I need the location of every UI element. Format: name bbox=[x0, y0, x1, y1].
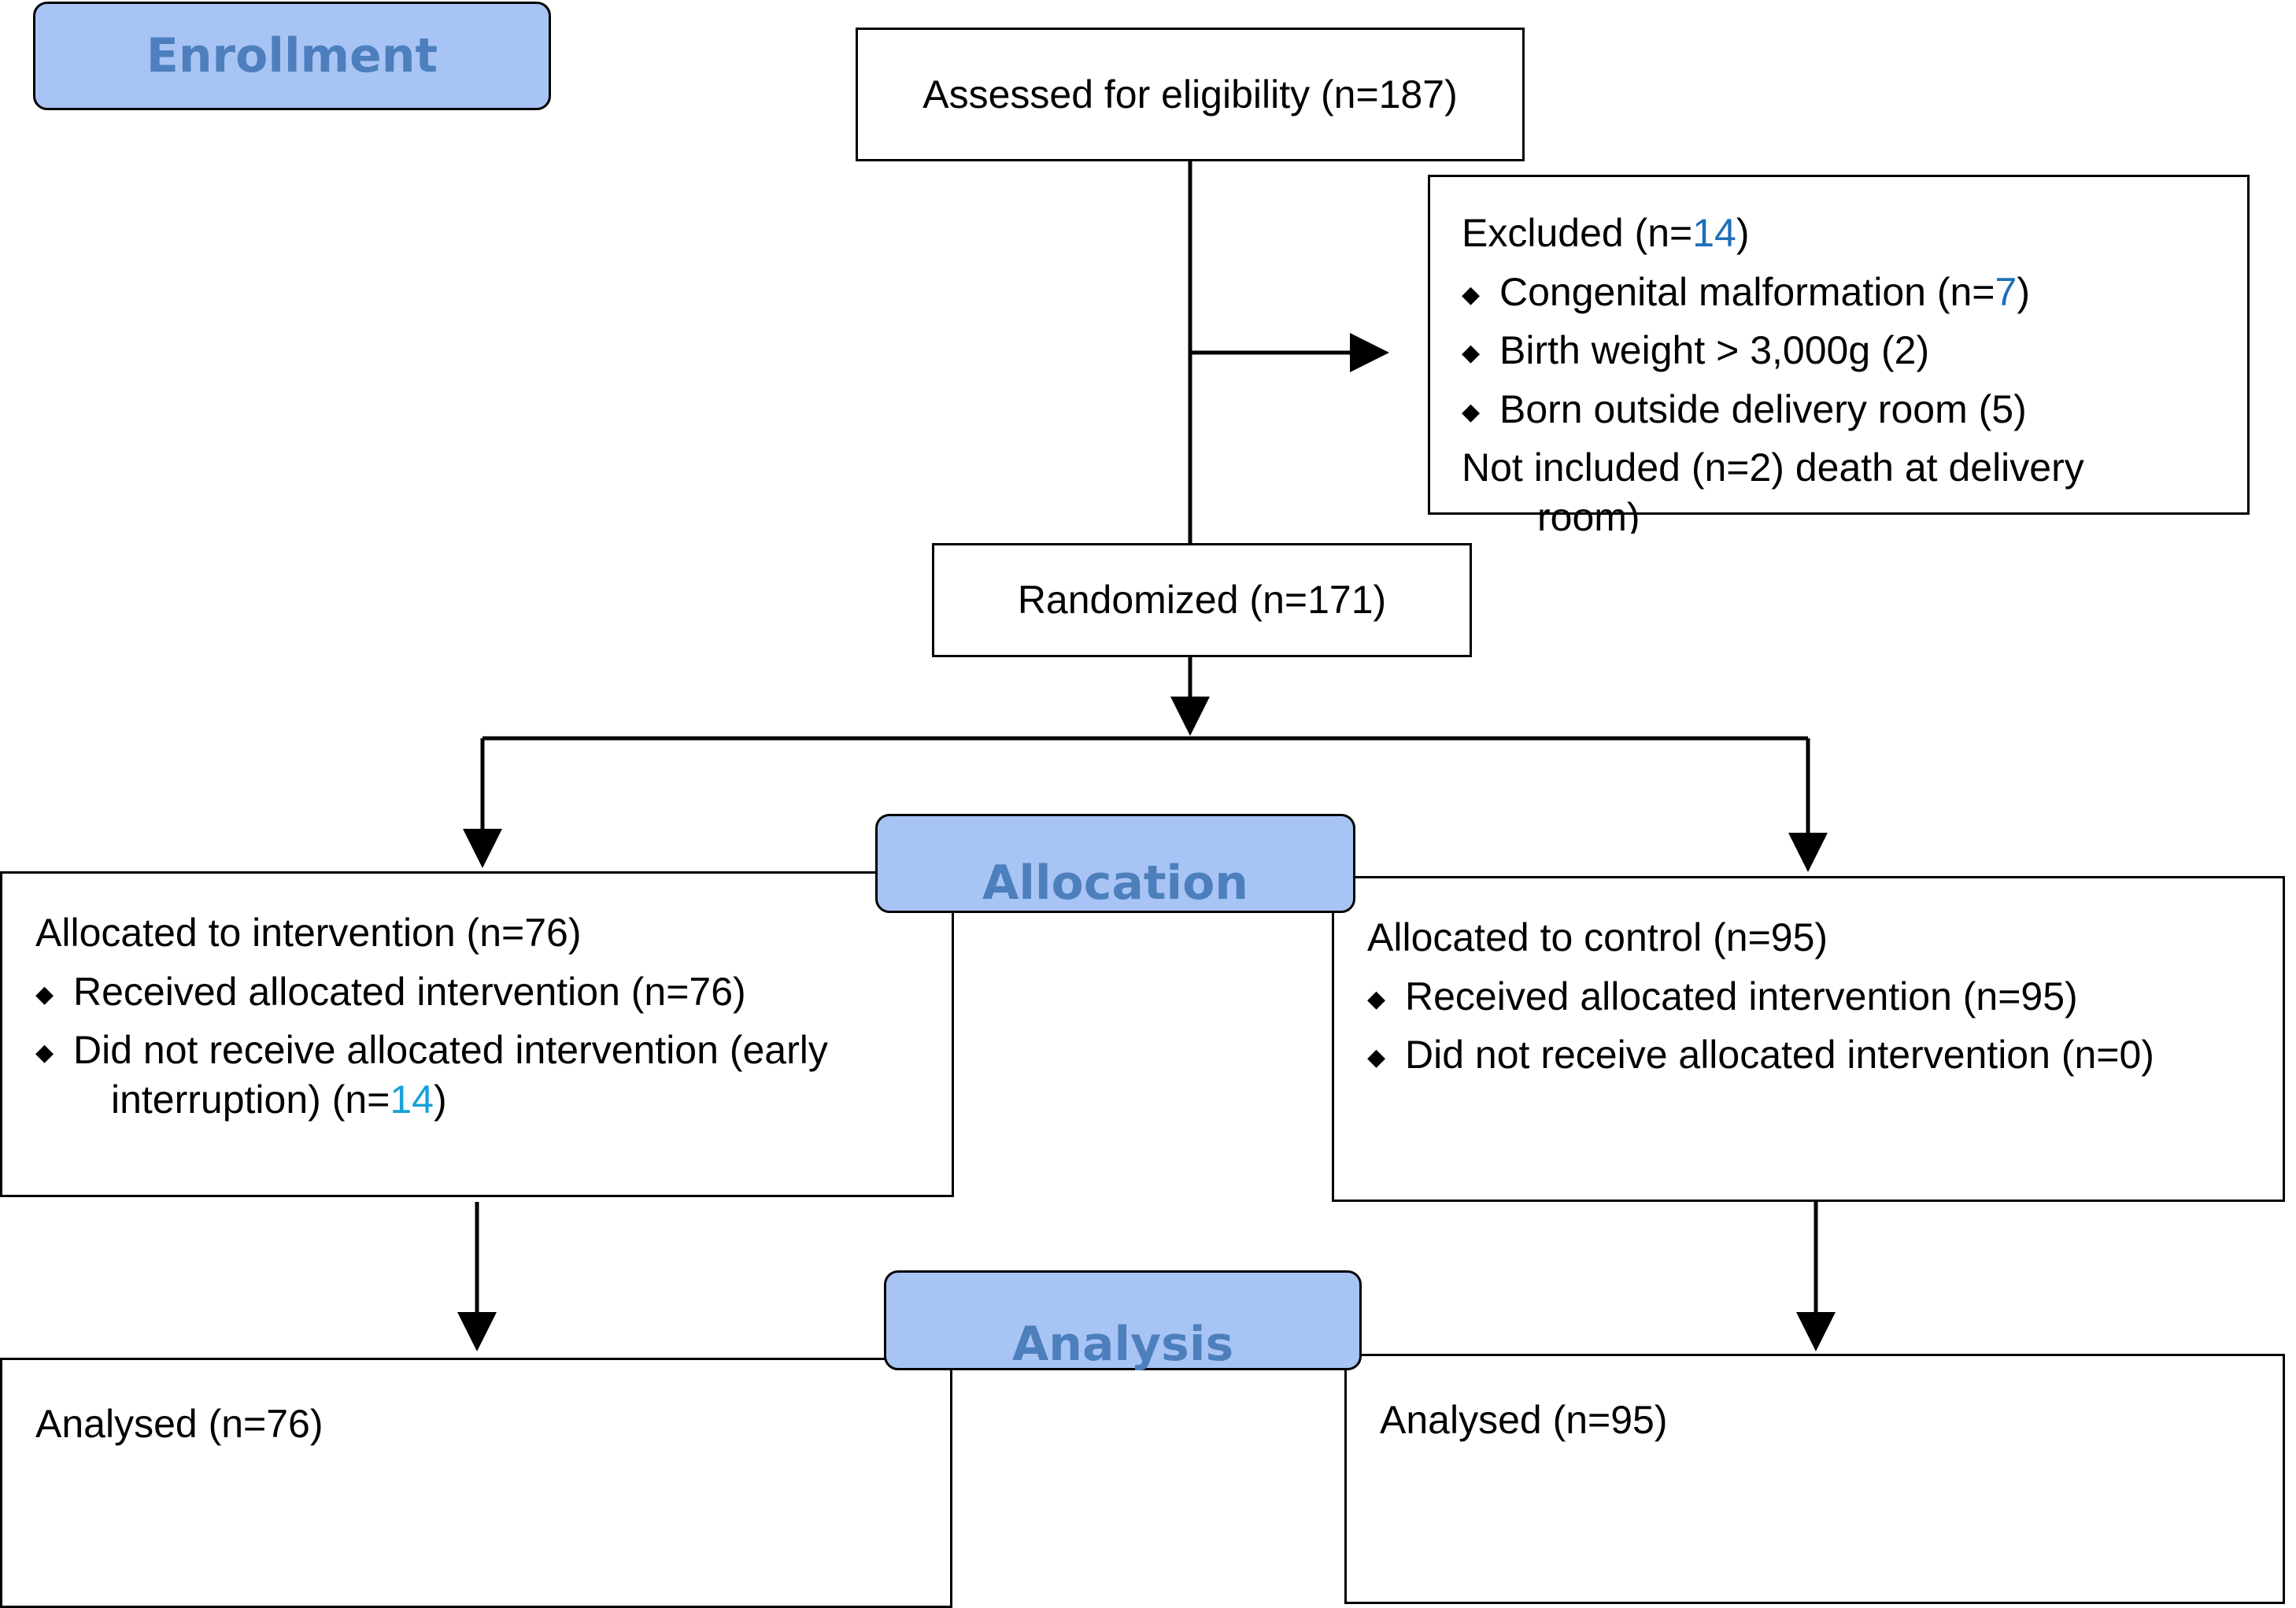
not-included-line2: room) bbox=[1537, 494, 1640, 534]
control-not-received: ◆ Did not receive allocated intervention… bbox=[1367, 1033, 2154, 1077]
stage-allocation-label: Allocation bbox=[982, 856, 1249, 911]
randomized-label: Randomized (n=171) bbox=[1017, 578, 1387, 623]
intervention-received: ◆ Received allocated intervention (n=76) bbox=[35, 969, 746, 1014]
early-interruption-count: 14 bbox=[390, 1077, 434, 1122]
randomized-box: Randomized (n=171) bbox=[932, 543, 1472, 657]
excluded-reason-birth-weight: ◆ Birth weight > 3,000g (2) bbox=[1462, 328, 1930, 372]
malformation-count: 7 bbox=[1995, 269, 2017, 314]
analysed-control-label: Analysed (n=95) bbox=[1380, 1398, 1668, 1442]
analysed-intervention-box: Analysed (n=76) bbox=[0, 1358, 952, 1608]
stage-enrollment: Enrollment bbox=[33, 2, 551, 110]
control-box: Allocated to control (n=95) ◆ Received a… bbox=[1332, 876, 2285, 1202]
excluded-count: 14 bbox=[1692, 211, 1736, 255]
bullet-icon: ◆ bbox=[1462, 340, 1481, 366]
excluded-box: Excluded (n=14) ◆ Congenital malformatio… bbox=[1428, 175, 2250, 534]
bullet-icon: ◆ bbox=[35, 981, 54, 1007]
bullet-icon: ◆ bbox=[1367, 985, 1386, 1012]
control-received: ◆ Received allocated intervention (n=95) bbox=[1367, 974, 2078, 1018]
excluded-reason-malformation: ◆ Congenital malformation (n=7) bbox=[1462, 269, 2030, 314]
not-included-line1: Not included (n=2) death at delivery bbox=[1462, 445, 2084, 490]
stage-analysis-label: Analysis bbox=[1011, 1316, 1234, 1372]
excluded-reason-born-outside: ◆ Born outside delivery room (5) bbox=[1462, 386, 2027, 431]
bullet-icon: ◆ bbox=[1367, 1044, 1386, 1070]
intervention-not-received: ◆ Did not receive allocated intervention… bbox=[35, 1028, 828, 1072]
intervention-title: Allocated to intervention (n=76) bbox=[35, 911, 582, 955]
control-title: Allocated to control (n=95) bbox=[1367, 915, 1828, 959]
bullet-icon: ◆ bbox=[1462, 398, 1481, 425]
intervention-box: Allocated to intervention (n=76) ◆ Recei… bbox=[0, 871, 954, 1197]
stage-analysis: Analysis bbox=[884, 1270, 1362, 1370]
eligibility-box: Assessed for eligibility (n=187) bbox=[856, 28, 1525, 161]
excluded-title: Excluded (n=14) bbox=[1462, 211, 1750, 255]
analysed-control-box: Analysed (n=95) bbox=[1344, 1354, 2285, 1604]
stage-allocation: Allocation bbox=[875, 814, 1355, 913]
intervention-not-received-cont: interruption) (n=14) bbox=[111, 1077, 447, 1122]
bullet-icon: ◆ bbox=[1462, 281, 1481, 308]
eligibility-label: Assessed for eligibility (n=187) bbox=[922, 72, 1458, 116]
bullet-icon: ◆ bbox=[35, 1040, 54, 1066]
stage-enrollment-label: Enrollment bbox=[146, 28, 438, 83]
analysed-intervention-label: Analysed (n=76) bbox=[35, 1402, 324, 1446]
